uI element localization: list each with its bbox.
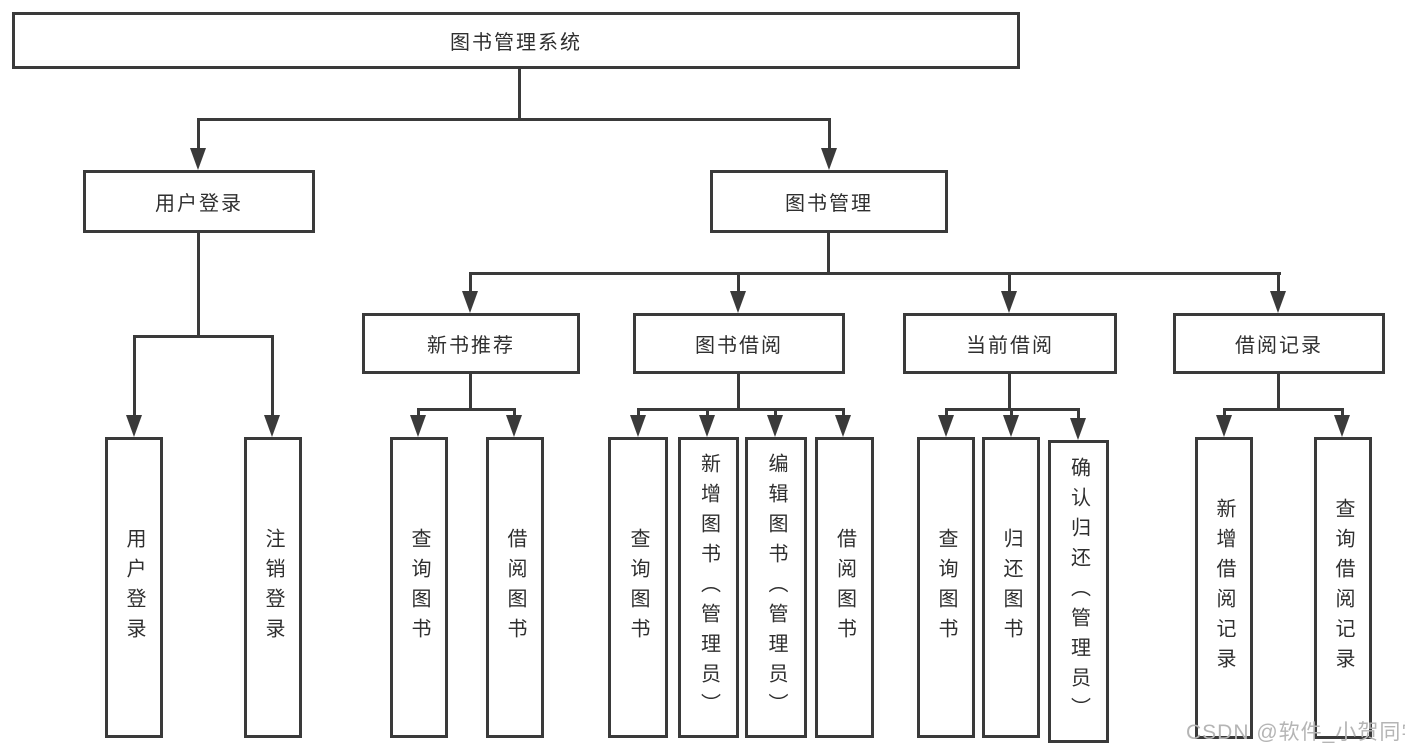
- arrow-down-icon: [190, 148, 206, 170]
- connector-book-stub: [827, 232, 830, 275]
- node-user-login-branch: 用户登录: [83, 170, 315, 233]
- connector-user-child1-drop: [133, 335, 136, 417]
- node-current-borrowing: 当前借阅: [903, 313, 1117, 374]
- connector-level2-bus: [197, 118, 831, 121]
- arrow-down-icon: [730, 291, 746, 313]
- connector-user-drop: [197, 118, 200, 152]
- arrow-down-icon: [1270, 291, 1286, 313]
- connector-drop: [842, 408, 845, 418]
- csdn-watermark: CSDN @软件_小贺同学: [1186, 721, 1405, 744]
- node-edit-books-admin: 编辑图书（管理员）: [745, 437, 807, 738]
- connector-drop: [945, 408, 948, 418]
- arrow-down-icon: [767, 415, 783, 437]
- node-return-books: 归还图书: [982, 437, 1040, 738]
- connector-group2-bus: [637, 408, 845, 411]
- node-query-books-recommend: 查询图书: [390, 437, 448, 738]
- connector-drop: [706, 408, 709, 418]
- arrow-down-icon: [1001, 291, 1017, 313]
- connector-drop: [1077, 408, 1080, 420]
- node-new-book-recommendation: 新书推荐: [362, 313, 580, 374]
- connector-group4-stub: [1277, 373, 1280, 411]
- connector-drop: [417, 408, 420, 418]
- node-query-books-current: 查询图书: [917, 437, 975, 738]
- connector-drop: [1010, 408, 1013, 418]
- arrow-down-icon: [410, 415, 426, 437]
- arrow-down-icon: [462, 291, 478, 313]
- connector-user-bus: [133, 335, 274, 338]
- node-user-login-leaf: 用户登录: [105, 437, 163, 738]
- connector-group1-drop: [469, 272, 472, 293]
- connector-group1-bus: [418, 408, 516, 411]
- connector-groups-bus: [470, 272, 1281, 275]
- node-add-books-admin: 新增图书（管理员）: [678, 437, 739, 738]
- arrow-down-icon: [264, 415, 280, 437]
- connector-group2-stub: [737, 373, 740, 411]
- arrow-down-icon: [506, 415, 522, 437]
- arrow-down-icon: [821, 148, 837, 170]
- node-book-borrowing: 图书借阅: [633, 313, 845, 374]
- arrow-down-icon: [1003, 415, 1019, 437]
- node-borrow-books-borrowing: 借阅图书: [815, 437, 874, 738]
- arrow-down-icon: [630, 415, 646, 437]
- node-query-borrow-record: 查询借阅记录: [1314, 437, 1372, 739]
- connector-drop: [1341, 408, 1344, 418]
- node-library-system: 图书管理系统: [12, 12, 1020, 69]
- arrow-down-icon: [1070, 418, 1086, 440]
- connector-group4-bus: [1223, 408, 1344, 411]
- connector-group1-stub: [469, 373, 472, 411]
- node-book-management: 图书管理: [710, 170, 948, 233]
- connector-drop: [513, 408, 516, 418]
- arrow-down-icon: [1334, 415, 1350, 437]
- connector-group3-stub: [1008, 373, 1011, 411]
- arrow-down-icon: [835, 415, 851, 437]
- connector-group3-drop: [1008, 272, 1011, 293]
- arrow-down-icon: [938, 415, 954, 437]
- connector-book-drop: [828, 118, 831, 152]
- connector-group4-drop: [1277, 272, 1280, 293]
- connector-drop: [637, 408, 640, 418]
- node-add-borrow-record: 新增借阅记录: [1195, 437, 1253, 739]
- node-borrow-books-recommend: 借阅图书: [486, 437, 544, 738]
- arrow-down-icon: [126, 415, 142, 437]
- arrow-down-icon: [699, 415, 715, 437]
- connector-user-child2-drop: [271, 335, 274, 417]
- connector-group2-drop: [737, 272, 740, 293]
- arrow-down-icon: [1216, 415, 1232, 437]
- connector-user-stub: [197, 232, 200, 338]
- node-confirm-return-admin: 确认归还（管理员）: [1048, 440, 1109, 743]
- node-logout-leaf: 注销登录: [244, 437, 302, 738]
- connector-root-stub: [518, 68, 521, 120]
- connector-drop: [1223, 408, 1226, 418]
- node-borrowing-records: 借阅记录: [1173, 313, 1385, 374]
- connector-drop: [774, 408, 777, 418]
- node-query-books-borrowing: 查询图书: [608, 437, 668, 738]
